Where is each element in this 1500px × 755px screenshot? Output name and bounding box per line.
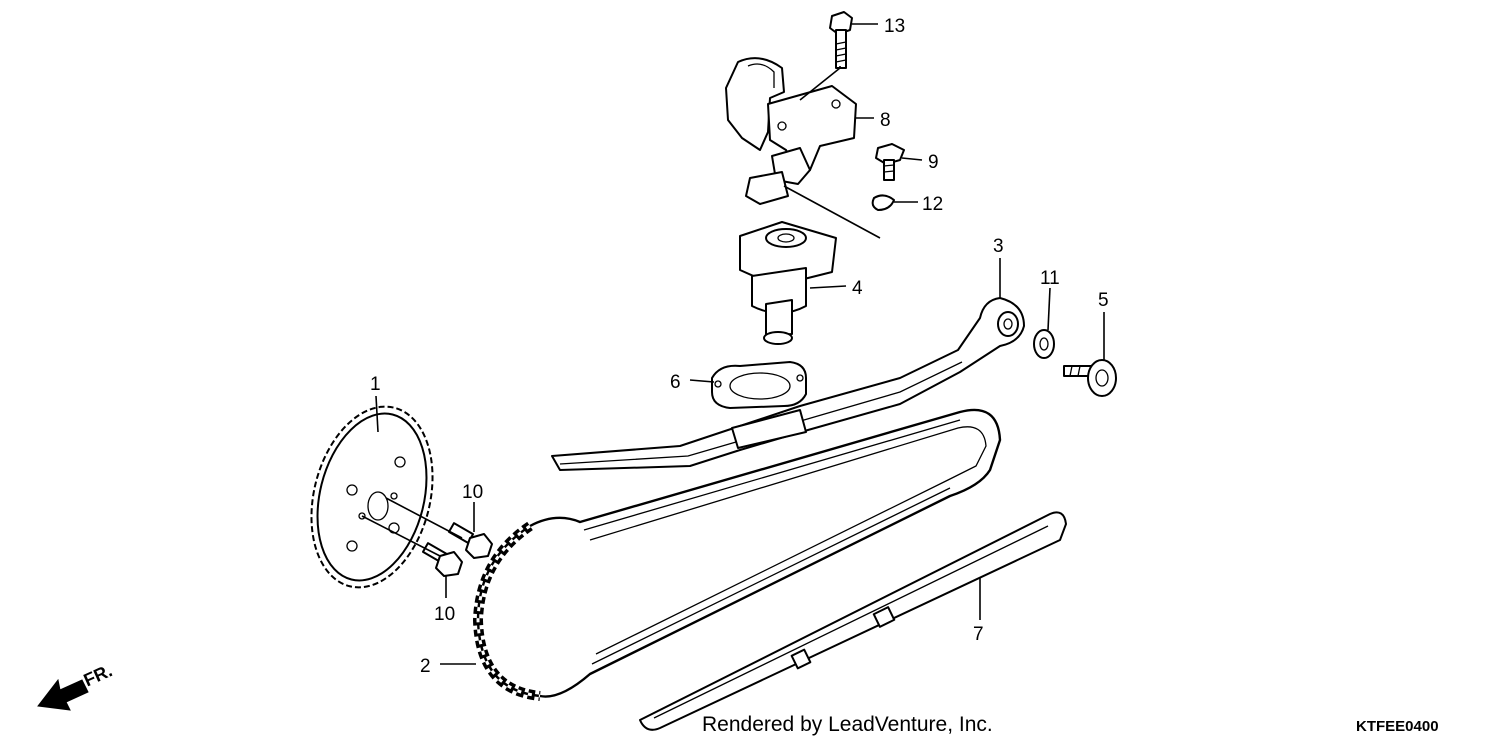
- bolt-5[interactable]: [1063, 359, 1117, 397]
- callout-12: 12: [922, 194, 943, 215]
- callout-13: 13: [884, 16, 905, 37]
- credit-text: Rendered by LeadVenture, Inc.: [702, 713, 993, 736]
- callout-7: 7: [973, 624, 984, 645]
- callout-10-upper: 10: [462, 482, 483, 503]
- callout-8: 8: [880, 110, 891, 131]
- clip-12[interactable]: [745, 171, 895, 211]
- bolt-13[interactable]: [829, 11, 853, 69]
- callout-10-lower: 10: [434, 604, 455, 625]
- diagram-code: KTFEE0400: [1356, 718, 1439, 735]
- tensioner-4[interactable]: [739, 221, 837, 345]
- bracket-8[interactable]: [725, 57, 857, 185]
- bolt-9[interactable]: [875, 143, 905, 181]
- callout-1: 1: [370, 374, 381, 395]
- callout-4: 4: [852, 278, 863, 299]
- sprocket-1[interactable]: [293, 394, 450, 601]
- callout-3: 3: [993, 236, 1004, 257]
- guide-7[interactable]: [639, 511, 1067, 731]
- callout-5: 5: [1098, 290, 1109, 311]
- slipper-3[interactable]: [551, 297, 1025, 471]
- callout-6: 6: [670, 372, 681, 393]
- callout-11: 11: [1040, 268, 1060, 289]
- cam-chain-2[interactable]: [472, 408, 1002, 701]
- washer-11[interactable]: [1033, 329, 1055, 359]
- callout-9: 9: [928, 152, 939, 173]
- gasket-6[interactable]: [711, 361, 807, 409]
- leader-lines: [361, 23, 1105, 665]
- front-arrow-icon: [37, 678, 89, 711]
- front-label: FR.: [81, 660, 116, 690]
- bolt-10-lower[interactable]: [421, 542, 463, 577]
- callout-2: 2: [420, 656, 431, 677]
- callout-labels: 13 8 9 12 4 6 3 11 5 1 10 10 2 7: [370, 16, 1109, 677]
- bolt-10-upper[interactable]: [447, 522, 493, 559]
